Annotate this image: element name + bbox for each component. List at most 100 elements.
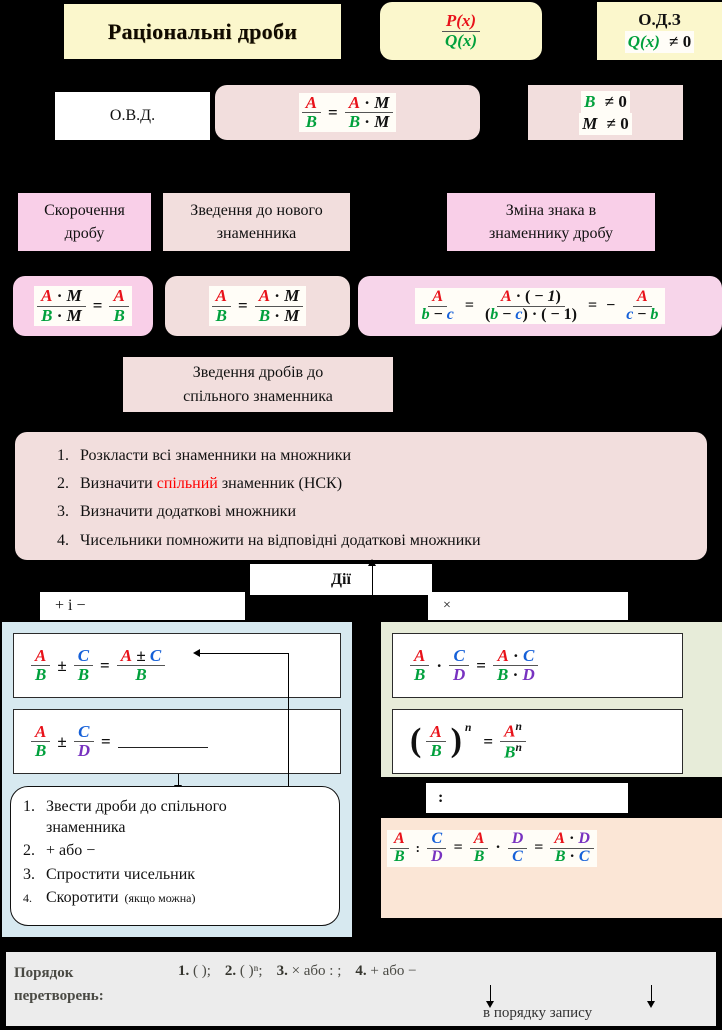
step-text: Визначити додаткові множники — [80, 503, 297, 521]
footer-seq-body: + або − — [370, 963, 417, 979]
close-paren: ) — [450, 722, 462, 760]
condition-b: B ≠ 0 — [581, 90, 630, 113]
step-highlight: спільний — [156, 475, 218, 493]
actions-label: Дії — [331, 570, 351, 588]
footer-arrow-right — [645, 985, 658, 1008]
pq-numerator: P(x) — [441, 12, 481, 32]
footer-seq-item: 2. ( )ⁿ; — [225, 963, 263, 980]
left-step-note: (якщо можна) — [124, 890, 196, 905]
step-text: Чисельники помножити на відповідні додат… — [80, 531, 481, 549]
panel-loop-arrow-top — [193, 647, 289, 660]
left-step-number: 4. — [23, 890, 32, 905]
footer-label-line2: перетворень: — [14, 987, 104, 1004]
left-step-text: Скоротити — [46, 888, 119, 906]
sign-change-formula-box: A b − c = A · ( − 1) (b − c) · ( − 1) =−… — [358, 276, 722, 336]
reduce-title-box: Скорочення дробу — [18, 193, 151, 251]
footer-arrow-left — [484, 985, 497, 1008]
pq-fraction: P(x) Q(x) — [438, 11, 484, 50]
step-item: 4. Чисельники помножити на відповідні до… — [57, 531, 707, 550]
left-step-item: 2. + або − — [23, 841, 339, 860]
newdenom-title-line2: знаменника — [216, 225, 297, 242]
panel-loop-vline — [288, 653, 290, 886]
step-number: 2. — [57, 475, 69, 493]
addition-steps-box: 1. Звести дроби до спільного знаменника … — [10, 786, 340, 926]
condition-m: M ≠ 0 — [579, 112, 632, 135]
actions-up-arrow — [366, 559, 379, 616]
common-denom-title-line1: Зведення дробів до — [192, 364, 324, 382]
footer-label: Порядок перетворень: — [14, 962, 104, 1007]
common-denom-title-line2: спільного знаменника — [183, 387, 333, 405]
common-denominator-steps-box: 1. Розкласти всі знаменники на множники … — [15, 432, 707, 560]
order-of-transformations-bar: Порядок перетворень: 1. ( ); 2. ( )ⁿ; 3.… — [6, 952, 716, 1026]
mult-label: × — [443, 598, 451, 613]
left-step-continuation: знаменника — [23, 818, 339, 837]
footer-seq-num: 4. — [355, 963, 367, 979]
signchange-title-line1: Зміна знака в — [505, 201, 597, 219]
footer-seq-num: 3. — [276, 963, 288, 979]
footer-seq-body: ( ); — [193, 963, 211, 979]
left-step-number: 2. — [23, 842, 35, 860]
conditions-box: B ≠ 0 M ≠ 0 — [528, 85, 683, 140]
footer-seq-body: ( )ⁿ; — [239, 963, 263, 979]
left-step-number: 1. — [23, 798, 35, 815]
step-item: 3. Визначити додаткові множники — [57, 502, 707, 521]
step-text: Визначити спільний знаменник (НСК) — [80, 474, 342, 493]
add-sub-label-box: + і − — [40, 592, 245, 620]
reduce-title-line2: дробу — [64, 225, 105, 242]
sign-change-title-box: Зміна знака в знаменнику дробу — [447, 193, 655, 251]
panel-down-arrow — [172, 774, 185, 792]
division-label-box: : — [426, 783, 628, 813]
step-text-pre: Визначити — [80, 475, 157, 493]
power-exponent: n — [465, 721, 472, 735]
page-title: Раціональні дроби — [107, 18, 298, 44]
left-step-number: 3. — [23, 865, 35, 883]
division-label: : — [438, 789, 444, 806]
footer-seq-item: 1. ( ); — [178, 963, 211, 980]
footer-seq-num: 2. — [224, 963, 237, 979]
left-step-item: 4. Скоротити (якщо можна) — [23, 888, 339, 907]
pq-denominator: Q(x) — [444, 30, 478, 50]
rational-fraction-box: P(x) Q(x) — [380, 2, 542, 60]
odz-box: О.Д.З Q(x) ≠ 0 — [597, 2, 722, 60]
step-number: 1. — [57, 447, 69, 464]
footer-seq-num: 1. — [178, 963, 190, 979]
footer-label-line1: Порядок — [14, 965, 74, 981]
actions-box: Дії — [250, 564, 432, 595]
footer-seq-body: × або : ; — [291, 963, 342, 979]
step-item: 2. Визначити спільний знаменник (НСК) — [57, 474, 707, 493]
footer-seq-item: 3. × або : ; — [277, 963, 342, 980]
left-step-item: 3. Спростити чисельник — [23, 865, 339, 884]
title-box: Раціональні дроби — [64, 4, 341, 59]
ovd-box: О.В.Д. — [55, 92, 210, 140]
ovd-label: О.В.Д. — [109, 107, 156, 124]
common-denominator-title-box: Зведення дробів до спільного знаменника — [123, 357, 393, 412]
footer-sequence: 1. ( ); 2. ( )ⁿ; 3. × або : ; 4. + або − — [178, 963, 698, 980]
left-step-text-line2: знаменника — [46, 819, 126, 837]
add-sub-label: + і − — [55, 597, 86, 614]
step-number: 4. — [57, 531, 69, 549]
signchange-title-line2: знаменнику дробу — [488, 225, 614, 242]
left-step-text: + або − — [46, 842, 96, 860]
footer-note-text: в порядку запису — [483, 1005, 593, 1021]
step-number: 3. — [57, 503, 69, 521]
blank-fraction-bar — [117, 735, 208, 748]
left-step-item: 1. Звести дроби до спільного — [23, 797, 339, 816]
step-text-post: знаменник (НСК) — [217, 475, 343, 493]
mult-label-box: × — [428, 592, 628, 620]
open-paren: ( — [410, 722, 422, 760]
